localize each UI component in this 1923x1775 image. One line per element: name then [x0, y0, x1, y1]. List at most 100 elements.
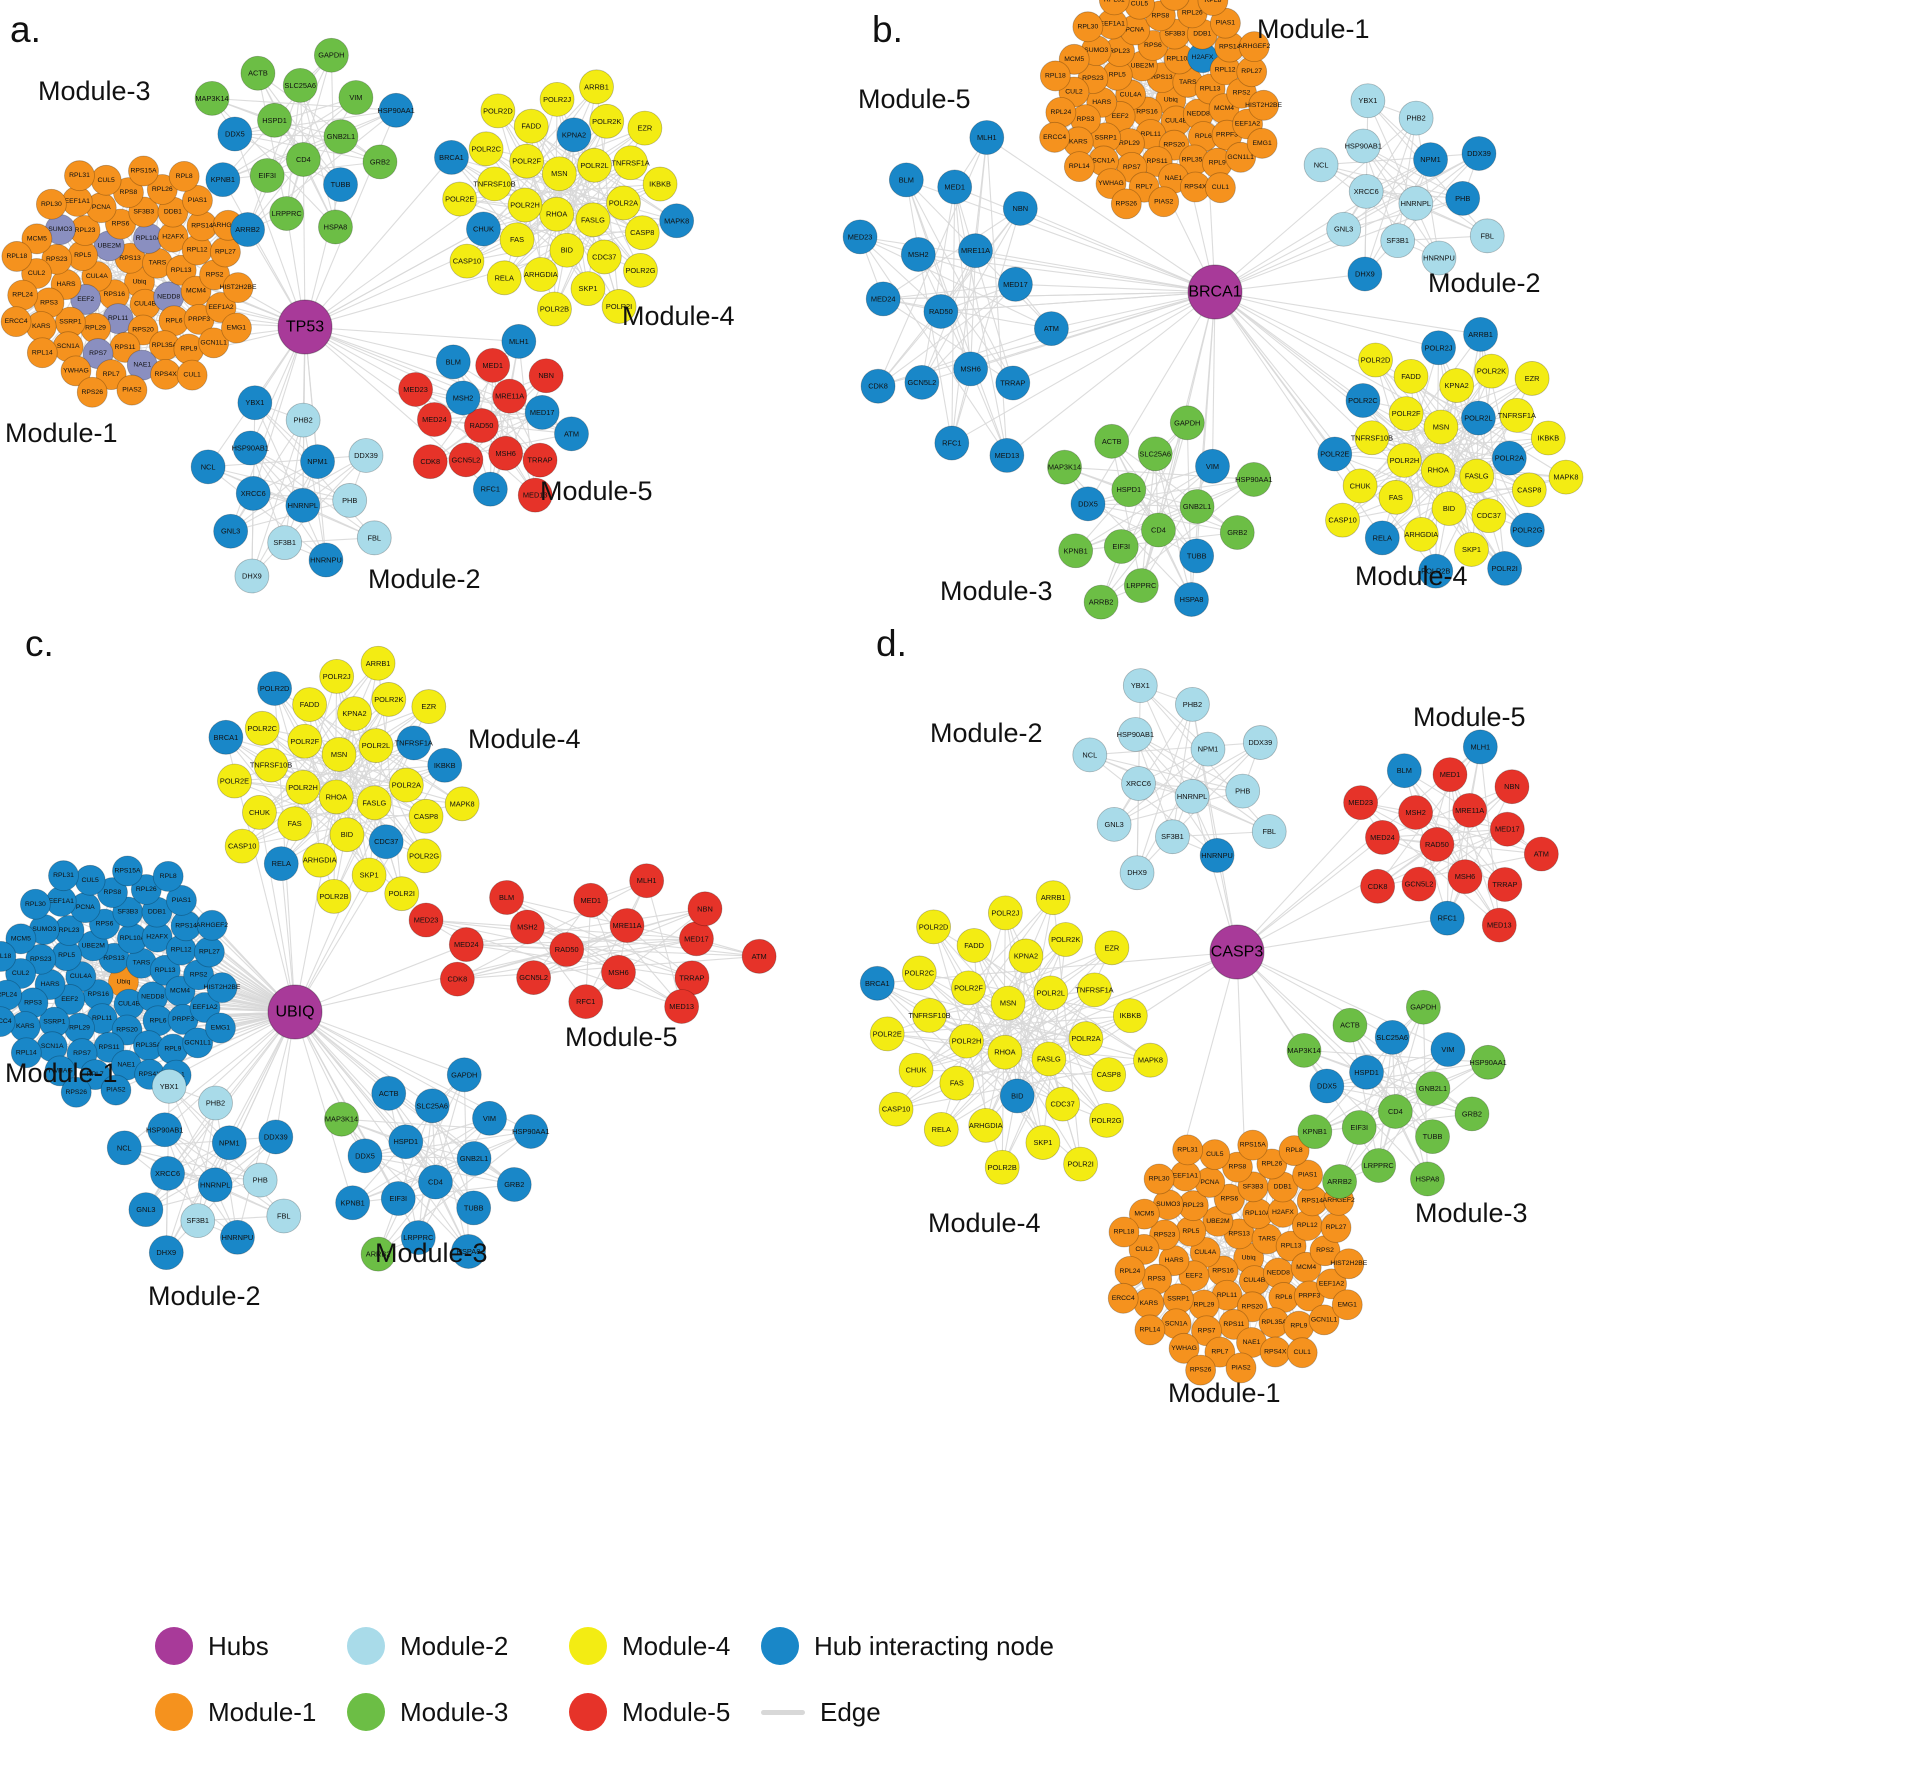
network-node: MSH2: [1398, 795, 1434, 830]
node-label: TRRAP: [1492, 880, 1517, 889]
node-label: NBN: [1013, 204, 1029, 213]
network-node: RPL8: [152, 860, 184, 892]
node-label: YBX1: [160, 1082, 179, 1091]
network-node: RPS26: [76, 376, 108, 408]
network-node: H2AFX: [157, 221, 189, 253]
network-node: H2AFX: [1267, 1196, 1299, 1228]
module-label: Module-3: [940, 576, 1053, 606]
module-label: Module-3: [38, 76, 151, 106]
node-label: YBX1: [1358, 96, 1377, 105]
network-node: DDX39: [258, 1119, 294, 1155]
node-label: RPS3: [1148, 1276, 1166, 1283]
network-node: MCM5: [5, 923, 37, 955]
node-label: PHB2: [1183, 700, 1202, 709]
node-label: POLR2J: [543, 95, 571, 104]
hub-label: TP53: [286, 319, 324, 336]
node-label: RHOA: [1427, 466, 1448, 475]
node-label: SSRP1: [59, 319, 82, 326]
node-label: RPS3: [40, 299, 58, 306]
network-node: CUL5: [90, 164, 122, 196]
network-node: XRCC6: [1121, 766, 1156, 801]
network-node: ARRB1: [360, 645, 396, 681]
node-label: RELA: [1373, 533, 1392, 542]
node-label: FBL: [1262, 827, 1276, 836]
network-node: RPS15A: [112, 855, 143, 887]
network-node: KPNB1: [1297, 1114, 1333, 1150]
network-node: MED24: [417, 402, 452, 437]
module-2-swatch-icon: [347, 1627, 385, 1665]
node-label: BLM: [446, 357, 461, 366]
network-node: NCL: [1072, 737, 1108, 773]
network-node: DDX39: [348, 438, 384, 473]
node-label: MED23: [414, 916, 439, 925]
network-node: HSP90AB1: [1345, 128, 1382, 164]
node-label: TRRAP: [679, 973, 704, 982]
network-node: RPL30: [19, 888, 51, 920]
network-node: CASP8: [624, 215, 660, 251]
node-label: RELA: [272, 859, 291, 868]
node-label: KPNB1: [1303, 1127, 1327, 1136]
node-label: RPS2: [206, 271, 224, 278]
network-node: PIAS1: [1209, 7, 1241, 39]
network-node: ARRB2: [230, 212, 265, 247]
network-node: MAP3K14: [1286, 1032, 1322, 1068]
node-label: EEF1A2: [192, 1004, 218, 1011]
node-label: ERCC4: [5, 318, 28, 325]
node-label: EEF1A1: [49, 898, 75, 905]
network-node: ARRB2: [1322, 1164, 1357, 1199]
node-label: MSN: [1000, 999, 1016, 1008]
network-node: GRB2: [496, 1167, 532, 1202]
node-label: RPL31: [1104, 0, 1125, 3]
network-node: MED1: [475, 347, 511, 383]
network-node: KARS: [1133, 1287, 1165, 1319]
node-label: SF3B3: [133, 208, 154, 215]
node-label: RPS7: [1123, 164, 1141, 171]
network-node: MRE11A: [1452, 792, 1488, 828]
network-node: MED23: [408, 902, 444, 938]
network-node: POLR2J: [539, 81, 575, 117]
network-node: SLC25A6: [414, 1088, 450, 1124]
node-label: RFC1: [1438, 914, 1457, 923]
network-node: POLR2G: [1509, 512, 1545, 548]
node-label: ARHGDIA: [524, 270, 558, 279]
network-node: YWHAG: [1168, 1332, 1200, 1364]
network-node: GNL3: [1096, 806, 1132, 842]
node-label: CDC37: [592, 252, 616, 261]
node-label: PHB: [1235, 787, 1250, 796]
network-node: POLR2H: [507, 187, 543, 223]
node-label: GRB2: [1462, 1109, 1482, 1118]
network-node: RHOA: [987, 1034, 1023, 1070]
node-label: PHB2: [1406, 114, 1425, 123]
node-label: CASP10: [882, 1105, 910, 1114]
node-label: RPL29: [85, 325, 106, 332]
network-node: RAD50: [923, 294, 959, 329]
node-label: LRPPRC: [1126, 581, 1157, 590]
network-node: FAS: [939, 1065, 975, 1101]
node-label: POLR2C: [1348, 396, 1378, 405]
network-node: GCN1L1: [182, 1027, 214, 1059]
node-label: PHB2: [293, 416, 312, 425]
network-node: PRPF3: [167, 1003, 199, 1035]
node-label: SKP1: [579, 284, 598, 293]
node-label: HSPD1: [1354, 1068, 1379, 1077]
node-label: RPL5: [58, 952, 75, 959]
node-label: CHUK: [1350, 481, 1371, 490]
network-node: NBN: [1002, 191, 1038, 226]
node-label: RPL13: [1281, 1243, 1302, 1250]
node-label: RPL10A: [120, 935, 146, 942]
hub-interacting-node-swatch-icon: [761, 1627, 799, 1665]
module-label: Module-2: [368, 564, 481, 594]
node-label: VIM: [1206, 462, 1219, 471]
network-node: RPL13: [1275, 1230, 1307, 1262]
node-label: XRCC6: [155, 1169, 180, 1178]
network-node: CD4: [1141, 512, 1176, 548]
node-label: BRCA1: [865, 979, 890, 988]
node-label: DDX39: [1467, 149, 1491, 158]
node-label: KPNA2: [1014, 951, 1038, 960]
node-label: MCM5: [1134, 1211, 1154, 1218]
node-label: MRE11A: [613, 921, 642, 930]
module-label: Module-1: [5, 418, 118, 448]
node-label: ARHGEF2: [196, 922, 228, 929]
node-label: FAS: [510, 235, 524, 244]
node-label: YWHAG: [1098, 180, 1124, 187]
